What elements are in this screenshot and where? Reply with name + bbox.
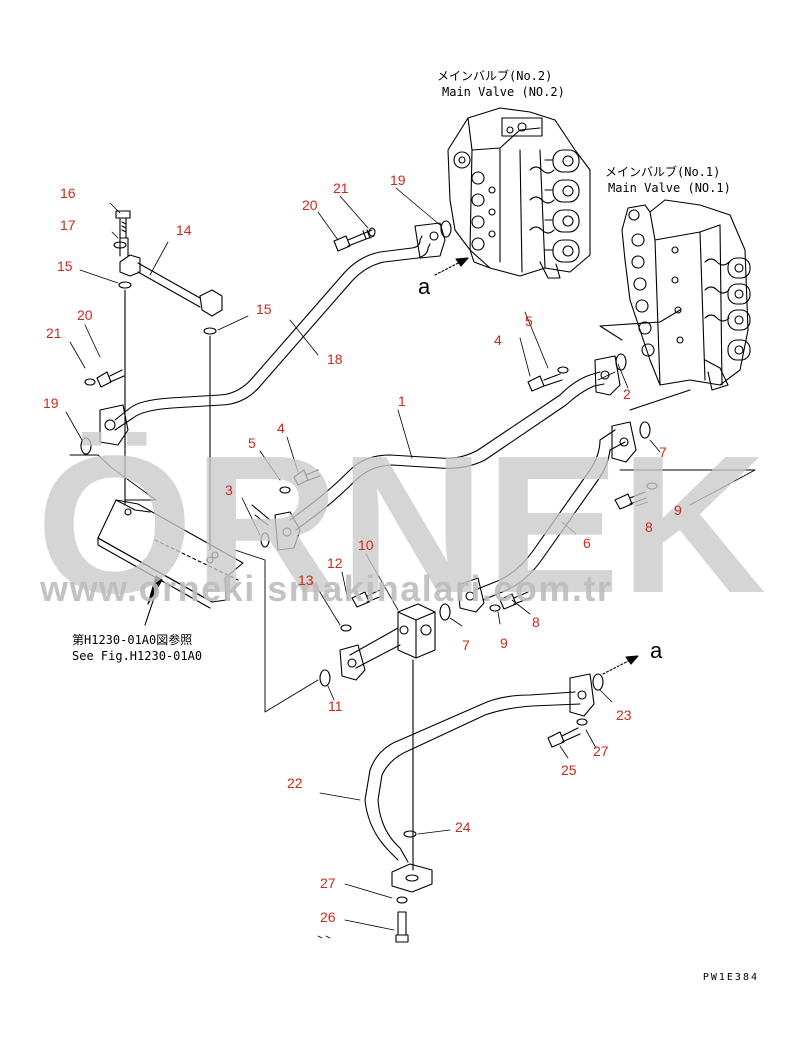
part-number-label: 11 [328,698,343,714]
part-number-label: 20 [302,197,318,213]
part-number-label: 8 [645,519,653,535]
part-number-label: 15 [57,258,73,274]
pipe-1-drawing [251,355,621,551]
flow-arrows [434,257,639,675]
bolts-drawing [84,227,658,943]
part-number-label: 25 [561,762,577,778]
part-number-label: 16 [60,185,76,201]
part-number-label: 5 [248,435,256,451]
reference-lines [69,454,756,713]
part-number-label: 10 [358,537,374,553]
part-number-label: 4 [494,332,502,348]
o-rings-drawing [80,220,651,838]
part-number-label: 9 [500,635,508,651]
part-number-label: 21 [46,325,62,341]
part-number-label: 7 [462,637,470,653]
valve-no2-jp-label: メインバルブ(No.2) [437,69,553,83]
part-number-label: 18 [327,351,343,367]
see-fig-jp-label: 第H1230-01A0図参照 [72,633,193,647]
pipe-6-drawing [457,421,637,613]
part-number-label: 26 [320,909,336,925]
main-valve-no2-drawing [447,107,591,279]
part-number-label: 27 [320,875,336,891]
valve-no1-jp-label: メインバルブ(No.1) [605,165,721,179]
part-number-label: 21 [333,180,349,196]
part-number-label: 3 [225,482,233,498]
part-number-label: 19 [43,395,59,411]
bracket-drawing [97,499,244,626]
part-number-label: 23 [616,707,632,723]
flow-marker-a-bottom: a [650,638,663,663]
part-number-label: 22 [287,775,303,791]
flow-marker-a-top: a [418,274,431,299]
part-number-label: 20 [77,307,93,323]
part-number-label: 9 [674,502,682,518]
part-number-label: 27 [593,743,609,759]
drawing-code: PW1E384 [702,972,759,983]
part-number-label: 14 [176,222,192,238]
main-valve-no1-drawing [621,199,751,391]
part-number-label: 15 [256,301,272,317]
part-number-label: 13 [298,572,314,588]
see-fig-en-label: See Fig.H1230-01A0 [72,649,203,663]
part-number-label: 4 [277,420,285,436]
leader-lines [65,187,661,939]
part-number-label: 12 [327,555,343,571]
part-number-label: 6 [583,535,591,551]
valve-no1-en-label: Main Valve (NO.1) [608,181,731,195]
part-number-label: 8 [532,614,540,630]
valve-no2-en-label: Main Valve (NO.2) [442,85,565,99]
part-number-label: 19 [390,172,406,188]
part-number-label: 2 [623,386,631,402]
part-number-label: 5 [525,313,533,329]
part-number-label: 1 [398,393,406,409]
watermark-url: www.orneki smakinalari.com.tr [40,568,613,609]
part-number-label: 7 [659,444,667,460]
pipe-22-drawing [364,673,595,893]
rod-14-drawing [113,210,223,551]
block-10-drawing [339,603,436,871]
valve-leader [599,309,681,341]
pipe-18-drawing [99,222,446,446]
part-number-label: 24 [455,819,471,835]
part-number-label: 17 [60,217,76,233]
